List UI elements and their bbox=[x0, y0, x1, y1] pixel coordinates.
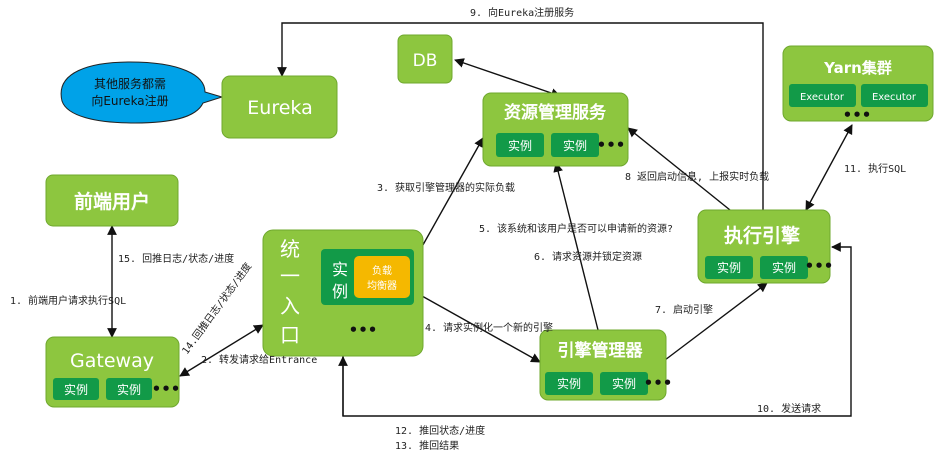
entrance-char-3: 入 bbox=[280, 294, 300, 318]
callout-line-1: 其他服务都需 bbox=[94, 76, 166, 91]
label-step-10: 10. 发送请求 bbox=[757, 402, 821, 415]
label-step-14: 14.回推日志/状态/进度 bbox=[179, 260, 254, 357]
eureka-title: Eureka bbox=[247, 97, 312, 119]
engine-manager-title: 引擎管理器 bbox=[558, 340, 644, 361]
label-step-7: 7. 启动引擎 bbox=[655, 303, 713, 316]
label-step-15: 15. 回推日志/状态/进度 bbox=[118, 252, 234, 265]
label-step-11: 11. 执行SQL bbox=[844, 162, 906, 175]
engine-instance-2: 实例 bbox=[772, 260, 796, 275]
label-step-4: 4. 请求实例化一个新的引擎 bbox=[425, 321, 553, 334]
label-step-2: 2. 转发请求给Entrance bbox=[201, 353, 317, 366]
load-balancer-line-2: 均衡器 bbox=[367, 280, 397, 292]
label-step-6: 6. 请求资源并锁定资源 bbox=[534, 250, 642, 263]
yarn-title: Yarn集群 bbox=[823, 59, 892, 77]
connectors bbox=[107, 22, 853, 417]
eureka-callout: 其他服务都需 向Eureka注册 bbox=[60, 61, 224, 124]
engine-manager-instance-1: 实例 bbox=[557, 376, 581, 391]
entrance-char-4: 口 bbox=[280, 323, 300, 347]
arrow-register-eureka bbox=[277, 22, 764, 210]
engine-instance-1: 实例 bbox=[717, 260, 741, 275]
node-gateway: Gateway 实例 实例 ••• bbox=[45, 336, 181, 408]
label-step-1: 1. 前端用户请求执行SQL bbox=[10, 294, 126, 307]
arrow-db-resource bbox=[454, 58, 561, 98]
yarn-executor-2: Executor bbox=[872, 92, 917, 103]
label-step-13: 13. 推回结果 bbox=[395, 439, 459, 452]
gateway-instance-2: 实例 bbox=[117, 382, 141, 397]
entrance-more-dots: ••• bbox=[349, 321, 378, 339]
label-step-3: 3. 获取引擎管理器的实际负载 bbox=[377, 181, 515, 194]
node-engine: 执行引擎 实例 实例 ••• bbox=[697, 209, 834, 284]
resource-manager-title: 资源管理服务 bbox=[504, 102, 607, 123]
node-resource-manager: 资源管理服务 实例 实例 ••• bbox=[482, 92, 629, 167]
resource-more-dots: ••• bbox=[597, 136, 626, 154]
engine-title: 执行引擎 bbox=[724, 224, 800, 247]
node-yarn: Yarn集群 Executor Executor ••• bbox=[782, 45, 934, 124]
gateway-more-dots: ••• bbox=[152, 380, 181, 398]
label-step-8: 8 返回启动信息, 上报实时负载 bbox=[625, 170, 769, 183]
label-step-12: 12. 推回状态/进度 bbox=[395, 424, 485, 437]
gateway-title: Gateway bbox=[70, 350, 154, 372]
resource-instance-1: 实例 bbox=[508, 138, 532, 153]
arrow-entrance-enginemgr bbox=[421, 295, 541, 363]
arrow-engine-yarn bbox=[805, 124, 853, 211]
engine-manager-instance-2: 实例 bbox=[612, 376, 636, 391]
yarn-executor-1: Executor bbox=[800, 92, 845, 103]
node-entrance: 统 一 入 口 实 例 负载 均衡器 ••• bbox=[262, 229, 424, 357]
db-title: DB bbox=[413, 51, 438, 71]
label-step-9: 9. 向Eureka注册服务 bbox=[470, 6, 574, 19]
gateway-instance-1: 实例 bbox=[64, 382, 88, 397]
yarn-more-dots: ••• bbox=[843, 106, 872, 124]
entrance-instance-char-2: 例 bbox=[332, 282, 348, 301]
arrow-engine-resource bbox=[627, 127, 731, 211]
load-balancer-line-1: 负载 bbox=[372, 264, 392, 277]
frontend-user-title: 前端用户 bbox=[74, 190, 150, 213]
arrow-enginemgr-engine bbox=[664, 282, 768, 361]
entrance-char-1: 统 bbox=[280, 237, 300, 261]
label-step-5: 5. 该系统和该用户是否可以申请新的资源? bbox=[479, 222, 673, 235]
arrow-gateway-entrance bbox=[179, 324, 264, 377]
arrow-enginemgr-resource-5 bbox=[553, 162, 599, 331]
callout-line-2: 向Eureka注册 bbox=[91, 93, 168, 108]
resource-instance-2: 实例 bbox=[563, 138, 587, 153]
node-frontend-user: 前端用户 bbox=[45, 174, 179, 227]
node-db: DB bbox=[397, 34, 453, 84]
node-eureka: Eureka bbox=[221, 75, 338, 139]
entrance-char-2: 一 bbox=[280, 264, 300, 288]
engine-more-dots: ••• bbox=[805, 257, 834, 275]
entrance-instance-char-1: 实 bbox=[332, 260, 348, 279]
node-engine-manager: 引擎管理器 实例 实例 ••• bbox=[539, 329, 673, 401]
engine-manager-more-dots: ••• bbox=[644, 374, 673, 392]
